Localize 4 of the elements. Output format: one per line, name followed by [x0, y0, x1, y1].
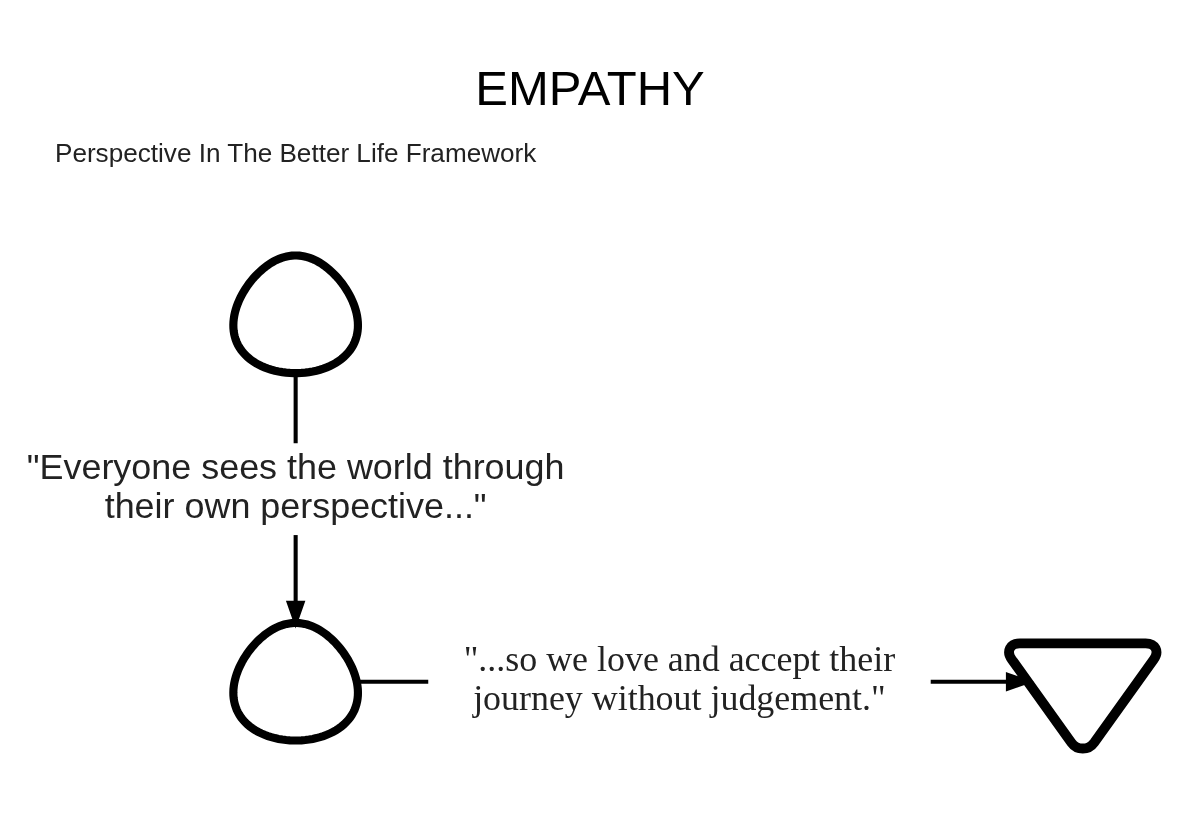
- node-text: "Everyone sees the world through their own perspective...": [26, 445, 565, 526]
- diagram-title: EMPATHY: [475, 61, 705, 116]
- label: Perspective In The Better Life Framework: [55, 138, 537, 169]
- node-text: "...so we love and accept their journey without judgement.": [463, 639, 896, 719]
